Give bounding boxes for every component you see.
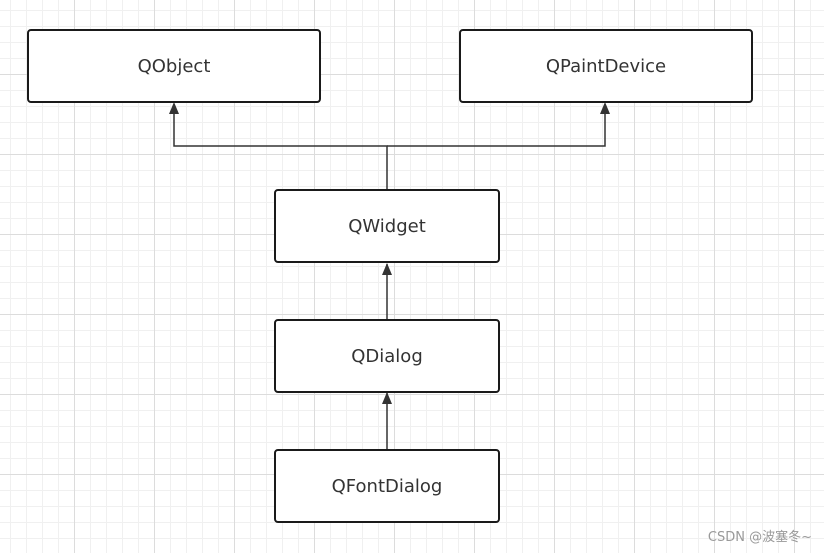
watermark: CSDN @波塞冬~ (707, 530, 812, 545)
node-qwidget: QWidget (274, 189, 500, 263)
node-qdialog-label: QDialog (351, 345, 423, 367)
edge-qwidget-to-qobject (173, 104, 388, 190)
node-qpaintdevice-label: QPaintDevice (545, 55, 667, 77)
node-qobject: QObject (27, 29, 321, 103)
node-qdialog: QDialog (274, 319, 500, 393)
node-qfontdialog: QFontDialog (274, 449, 500, 523)
arrowhead-qdialog (382, 392, 392, 404)
node-qwidget-label: QWidget (348, 215, 426, 237)
node-qfontdialog-label: QFontDialog (331, 475, 443, 497)
node-qpaintdevice: QPaintDevice (459, 29, 753, 103)
arrowhead-qpaintdevice (600, 102, 610, 114)
arrowhead-qobject (169, 102, 179, 114)
arrowhead-qwidget (382, 263, 392, 275)
edge-qwidget-to-qpaintdevice (387, 104, 606, 147)
node-qobject-label: QObject (137, 55, 211, 77)
